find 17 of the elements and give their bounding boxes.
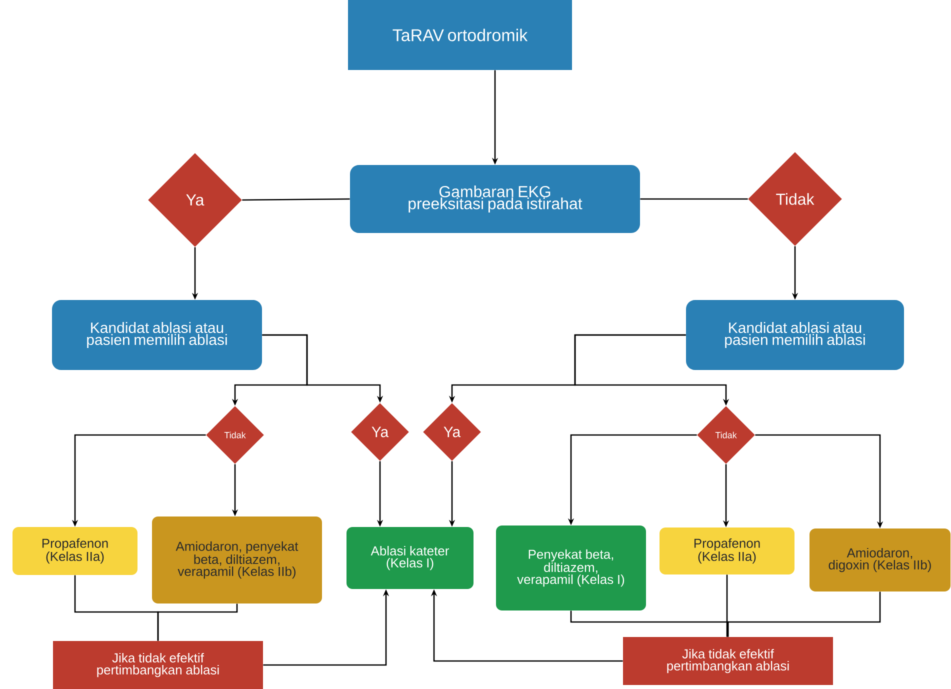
treatment-box: Amiodaron, digoxin (Kelas IIb) <box>810 528 950 592</box>
process-box: Kandidat ablasi atau pasien memilih ablasi <box>686 300 904 370</box>
title-box: TaRAV ortodromik <box>348 0 572 70</box>
process-box: Kandidat ablasi atau pasien memilih ablasi <box>52 300 262 370</box>
note-box: Jika tidak efektif pertimbangkan ablasi <box>53 641 263 689</box>
treatment-box: Amiodaron, penyekat beta, diltiazem, verapamil (Kelas IIb) <box>152 516 322 604</box>
treatment-box: Propafenon (Kelas IIa) <box>660 528 794 574</box>
treatment-box: Ablasi kateter (Kelas I) <box>346 527 474 589</box>
connector-line <box>640 198 748 200</box>
note-box: Jika tidak efektif pertimbangkan ablasi <box>623 637 833 685</box>
connector-line <box>157 604 238 641</box>
connector-line <box>727 592 881 637</box>
connector-line <box>726 574 728 637</box>
connector-line <box>242 198 350 201</box>
treatment-box: Propafenon (Kelas IIa) <box>12 527 138 575</box>
process-box: Gambaran EKG preeksitasi pada istirahat <box>350 165 640 233</box>
treatment-box: Penyekat beta, diltiazem, verapamil (Kelas I) <box>496 526 646 610</box>
